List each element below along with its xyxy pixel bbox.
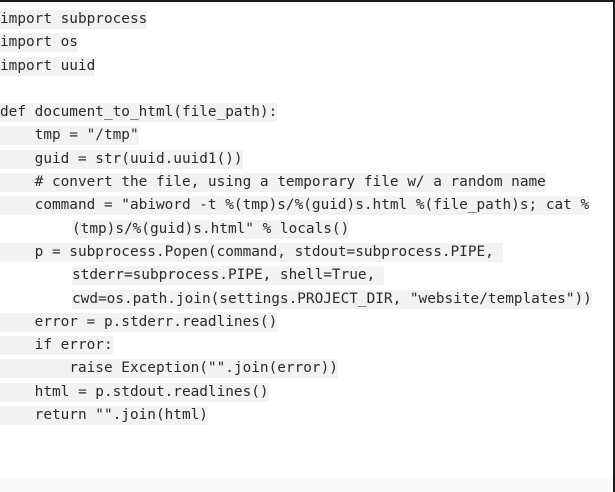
code-line-text: p = subprocess.Popen(command, stdout=sub…	[0, 242, 592, 309]
code-line-text: import os	[0, 33, 78, 53]
code-line-text: error = p.stderr.readlines()	[0, 312, 278, 332]
code-line: return "".join(html)	[0, 404, 612, 427]
code-line-text: # convert the file, using a temporary fi…	[0, 173, 546, 193]
code-line: raise Exception("".join(error))	[0, 357, 612, 380]
code-line-text: command = "abiword -t %(tmp)s/%(guid)s.h…	[0, 196, 590, 239]
code-line: guid = str(uuid.uuid1())	[0, 148, 612, 171]
code-line	[0, 78, 612, 101]
code-line: # convert the file, using a temporary fi…	[0, 171, 612, 194]
code-line-text: def document_to_html(file_path):	[0, 103, 278, 123]
code-line: command = "abiword -t %(tmp)s/%(guid)s.h…	[0, 194, 612, 241]
code-line-text	[0, 80, 9, 99]
code-line: import subprocess	[0, 8, 612, 31]
code-line: import uuid	[0, 55, 612, 78]
code-line: p = subprocess.Popen(command, stdout=sub…	[0, 241, 612, 311]
code-line-text: import subprocess	[0, 10, 148, 29]
code-line-text: tmp = "/tmp"	[0, 126, 139, 146]
code-block-footer-band	[0, 478, 613, 492]
code-line-text: raise Exception("".join(error))	[0, 359, 338, 379]
code-line: html = p.stdout.readlines()	[0, 381, 612, 404]
code-line: error = p.stderr.readlines()	[0, 311, 612, 334]
code-line-text: import uuid	[0, 56, 96, 76]
code-line-text: return "".join(html)	[0, 406, 208, 426]
code-line: if error:	[0, 334, 612, 357]
code-line-text: guid = str(uuid.uuid1())	[0, 149, 243, 169]
code-line: tmp = "/tmp"	[0, 124, 612, 147]
code-line-list: import subprocess import os import uuid de…	[0, 8, 613, 427]
code-line-text: if error:	[0, 336, 113, 356]
code-line-text: html = p.stdout.readlines()	[0, 382, 269, 402]
code-line: def document_to_html(file_path):	[0, 101, 612, 124]
code-line: import os	[0, 31, 612, 54]
